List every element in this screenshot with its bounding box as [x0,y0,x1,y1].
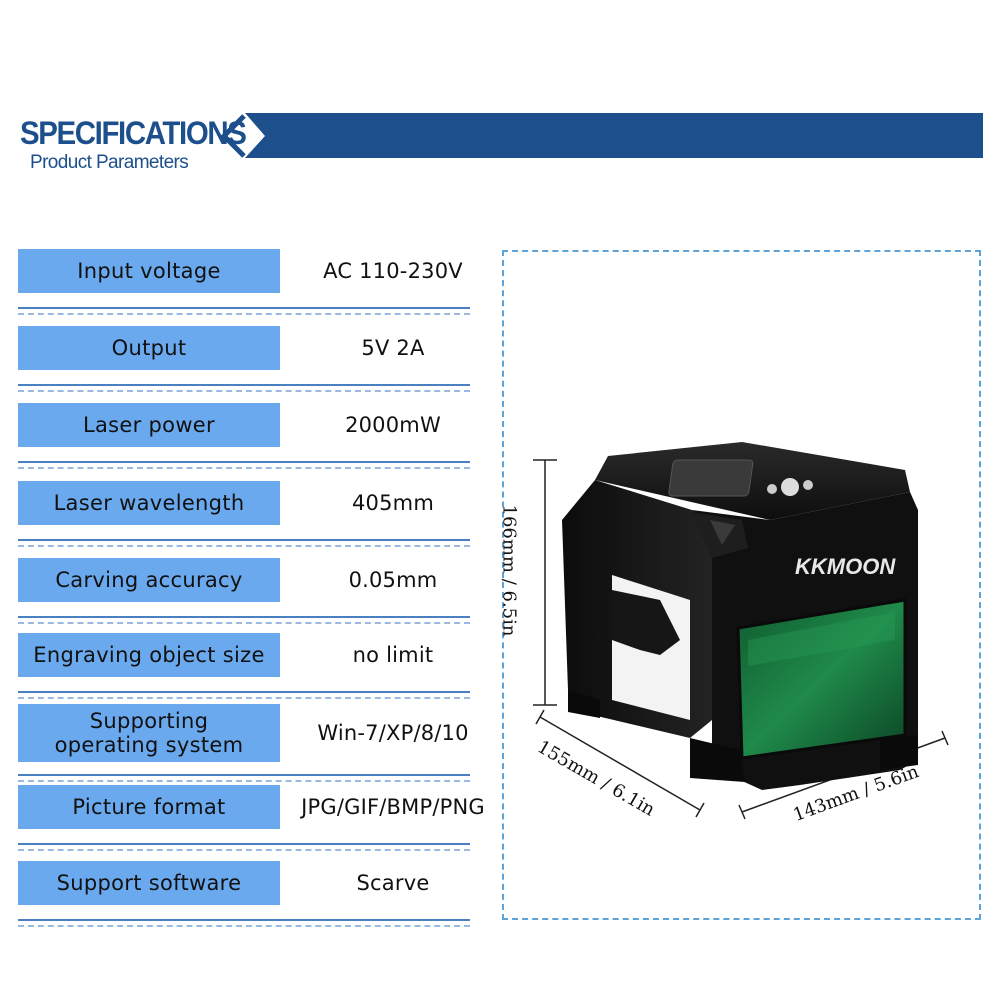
header-banner [220,113,983,158]
power-button-icon [781,478,799,496]
page-title: SPECIFICATIONS [20,115,247,151]
spec-label: Laser power [18,403,280,447]
spec-value: 2000mW [345,413,441,437]
spec-label: Support software [18,861,280,905]
spec-label: Laser wavelength [18,481,280,525]
divider [18,919,470,927]
divider [18,539,470,547]
divider [18,774,470,782]
chevron-left-icon [220,114,246,158]
spec-label: Carving accuracy [18,558,280,602]
spec-label: Engraving object size [18,633,280,677]
spec-value: AC 110-230V [323,259,463,283]
spec-value: Win-7/XP/8/10 [317,721,469,745]
divider [18,691,470,699]
spec-label: Input voltage [18,249,280,293]
machine-body [562,442,918,790]
spec-value: 0.05mm [348,568,438,592]
divider [18,307,470,315]
spec-value: 405mm [352,491,434,515]
spec-label: Supporting operating system [18,704,280,762]
divider [18,461,470,469]
brand-logo: KKMOON [795,554,896,579]
header-bar [245,113,983,158]
page-subtitle: Product Parameters [30,152,189,173]
spec-label: Output [18,326,280,370]
spec-value: Scarve [356,871,430,895]
divider [18,843,470,851]
height-dimension-label: 166mm / 6.5in [498,504,520,637]
spec-value: no limit [352,643,434,667]
divider [18,384,470,392]
spec-value: JPG/GIF/BMP/PNG [301,795,485,819]
divider [18,616,470,624]
spec-label: Picture format [18,785,280,829]
spec-value: 5V 2A [361,336,425,360]
product-panel [502,250,981,920]
